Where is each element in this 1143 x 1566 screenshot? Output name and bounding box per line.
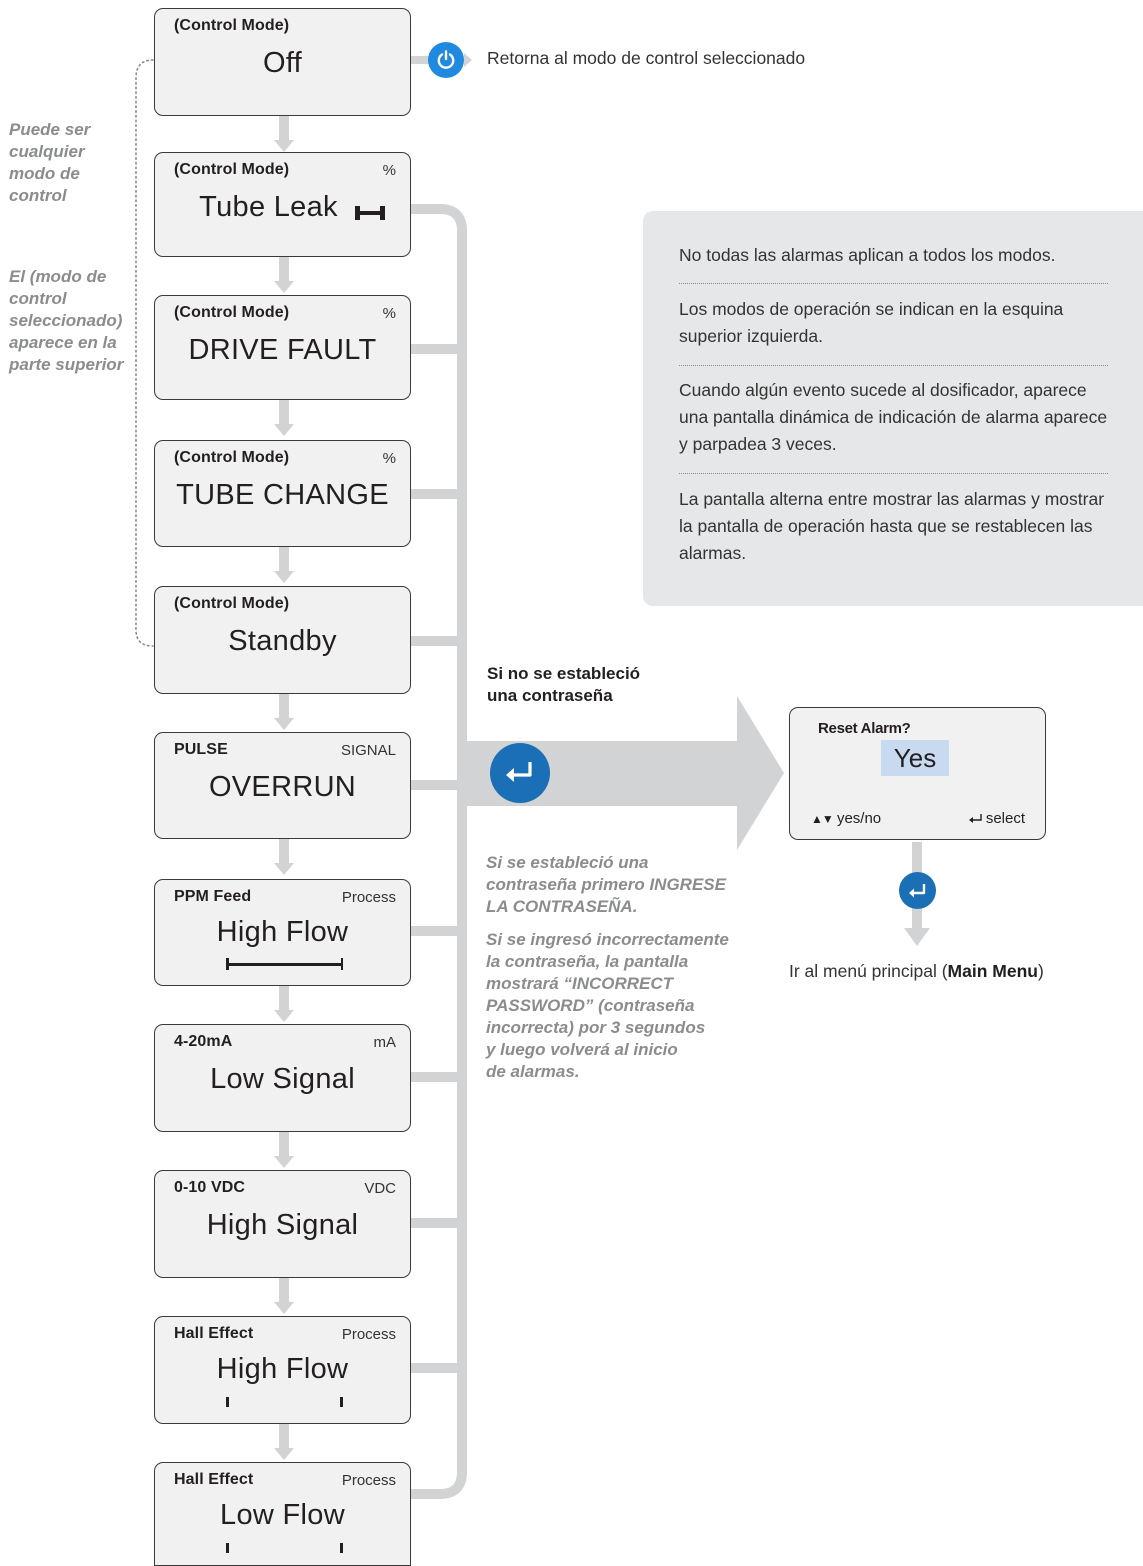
flow-range-bar: [226, 958, 343, 970]
screen-unit: mA: [373, 1034, 397, 1051]
info-item: Cuando algún evento sucede al dosificado…: [679, 380, 1108, 454]
collector-bus: [411, 204, 467, 1499]
info-divider: [679, 283, 1108, 284]
screen-standby: (Control Mode) Standby: [154, 586, 411, 694]
info-divider: [679, 365, 1108, 366]
screen-mode: Hall Effect: [174, 1471, 254, 1488]
screen-main: OVERRUN: [208, 771, 357, 803]
screen-ppm-high-flow: PPM Feed Process High Flow: [154, 879, 411, 986]
screen-mode: PULSE: [174, 741, 228, 758]
power-icon: [428, 42, 464, 78]
main-menu-note: Ir al menú principal (Main Menu): [789, 961, 1044, 981]
screen-drive-fault: (Control Mode) % DRIVE FAULT: [154, 295, 411, 400]
select-hint: select: [968, 810, 1025, 827]
screen-unit: %: [382, 450, 396, 467]
screen-4-20ma-low-signal: 4-20mA mA Low Signal: [154, 1024, 411, 1132]
screen-mode: 0-10 VDC: [174, 1179, 246, 1196]
enter-small-icon: [968, 814, 982, 823]
flow-tick-marks: [226, 1543, 343, 1554]
no-password-label: Si no se estableció una contraseña: [487, 664, 641, 705]
note-mode-at-top: El (modo de control seleccionado) aparec…: [9, 267, 124, 374]
screen-main: DRIVE FAULT: [188, 334, 377, 366]
power-note: Retorna al modo de control seleccionado: [487, 48, 806, 68]
screen-unit: %: [382, 162, 396, 179]
screen-mode: (Control Mode): [174, 304, 290, 321]
screen-hall-low-flow: Hall Effect Process Low Flow: [154, 1462, 411, 1566]
screen-off: (Control Mode) Off: [154, 8, 411, 116]
info-item: La pantalla alterna entre mostrar las al…: [679, 489, 1105, 563]
screen-main: Low Signal: [210, 1063, 355, 1095]
enter-icon: [490, 743, 550, 803]
screen-mode: PPM Feed: [174, 888, 252, 905]
down-arrows: [274, 116, 294, 1460]
screen-main: High Flow: [216, 1353, 349, 1385]
note-any-control-mode: Puede ser cualquier modo de control: [9, 120, 91, 205]
main-menu-label: Main Menu: [947, 961, 1038, 981]
up-down-arrows-icon: ▲▼: [811, 812, 834, 826]
screen-hall-high-flow: Hall Effect Process High Flow: [154, 1316, 411, 1424]
screen-mode: Hall Effect: [174, 1325, 254, 1342]
note-incorrect-password: Si se ingresó incorrectamente la contras…: [486, 930, 729, 1081]
power-arrow-head: [464, 53, 472, 67]
screen-main: Standby: [228, 625, 337, 657]
note-enter-password: Si se estableció una contraseña primero …: [486, 853, 726, 916]
enter-icon: [899, 872, 936, 909]
screen-unit: Process: [341, 889, 396, 906]
info-item: No todas las alarmas aplican a todos los…: [679, 245, 1056, 265]
screen-unit: Process: [341, 1326, 396, 1343]
info-divider: [679, 473, 1108, 474]
power-connector: [411, 56, 433, 64]
info-item: Los modos de operación se indican en la …: [679, 299, 1064, 346]
screen-main: Off: [262, 47, 303, 79]
screen-main: TUBE CHANGE: [176, 479, 389, 511]
reset-down-head: [904, 928, 930, 946]
screen-tube-leak: (Control Mode) % Tube Leak: [154, 152, 411, 257]
reset-title: Reset Alarm?: [818, 720, 911, 737]
screen-mode: 4-20mA: [174, 1033, 233, 1050]
tube-leak-icon: [355, 206, 385, 220]
screen-unit: %: [382, 305, 396, 322]
screen-main: High Signal: [206, 1209, 359, 1241]
screen-unit: Process: [341, 1472, 396, 1489]
reset-alarm-screen: Reset Alarm? Yes ▲▼ yes/no select: [789, 707, 1046, 840]
screen-mode: (Control Mode): [174, 17, 290, 34]
screen-tube-change: (Control Mode) % TUBE CHANGE: [154, 440, 411, 547]
flow-tick-marks: [226, 1397, 343, 1408]
screen-main: Tube Leak: [199, 191, 338, 223]
screen-pulse-overrun: PULSE SIGNAL OVERRUN: [154, 732, 411, 839]
reset-arrow: [462, 696, 784, 850]
screen-unit: SIGNAL: [340, 742, 396, 759]
screen-main: High Flow: [216, 916, 349, 948]
screen-mode: (Control Mode): [174, 449, 290, 466]
info-box: No todas las alarmas aplican a todos los…: [643, 211, 1143, 606]
screen-mode: (Control Mode): [174, 595, 290, 612]
screen-0-10vdc-high-signal: 0-10 VDC VDC High Signal: [154, 1170, 411, 1278]
dotted-bracket: [135, 59, 154, 647]
screen-mode: (Control Mode): [174, 161, 290, 178]
yes-no-hint: ▲▼ yes/no: [811, 810, 882, 827]
screen-main: Low Flow: [220, 1499, 345, 1531]
bus-branches: [411, 344, 462, 1373]
reset-value[interactable]: Yes: [881, 740, 949, 776]
screen-unit: VDC: [364, 1180, 396, 1197]
